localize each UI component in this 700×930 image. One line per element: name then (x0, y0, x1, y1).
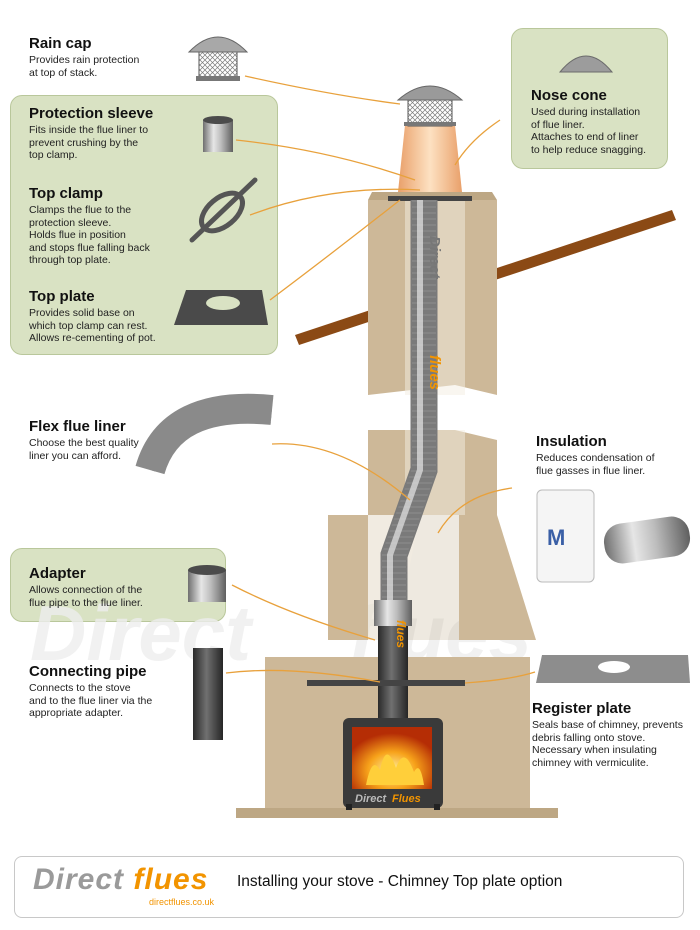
footer-banner: Direct flues directflues.co.uk Installin… (14, 856, 684, 918)
label-insulation-title: Insulation (536, 433, 607, 450)
rain-cap-thumbnail (187, 36, 249, 81)
label-nose-cone-title: Nose cone (531, 87, 607, 104)
label-top-clamp: Top clamp Clamps the flue to the protect… (29, 185, 150, 267)
label-insulation-desc: Reduces condensation of flue gasses in f… (536, 452, 655, 477)
register-plate-in-chimney (307, 680, 465, 686)
label-flex-flue-liner-title: Flex flue liner (29, 418, 126, 435)
brand-logo-flues: flues (133, 863, 209, 896)
label-register-plate-desc: Seals base of chimney, prevents debris f… (532, 719, 683, 769)
connecting-pipe-in-chimney (378, 626, 408, 718)
label-rain-cap: Rain cap Provides rain protection at top… (29, 35, 139, 79)
label-top-plate: Top plate Provides solid base on which t… (29, 288, 156, 345)
label-top-plate-desc: Provides solid base on which top clamp c… (29, 307, 156, 344)
label-adapter: Adapter Allows connection of the flue pi… (29, 565, 143, 609)
label-protection-sleeve: Protection sleeve Fits inside the flue l… (29, 105, 153, 162)
top-plate-thumbnail (174, 290, 268, 325)
nose-cone-thumbnail (558, 55, 614, 73)
label-protection-sleeve-desc: Fits inside the flue liner to prevent cr… (29, 124, 149, 161)
stove (343, 718, 443, 810)
brand-url: directflues.co.uk (149, 897, 215, 907)
insulation-thumbnail: M (536, 489, 691, 583)
top-clamp-thumbnail (189, 177, 258, 243)
leader-lines (225, 75, 536, 684)
label-flex-flue-liner-desc: Choose the best quality liner you can af… (29, 437, 139, 462)
top-plate-on-stack (388, 196, 472, 201)
rain-cap-on-stack (396, 85, 464, 127)
connecting-pipe-thumbnail (193, 648, 223, 740)
label-connecting-pipe-desc: Connects to the stove and to the flue li… (29, 682, 153, 719)
label-nose-cone-desc: Used during installation of flue liner. … (531, 106, 647, 156)
liner-watermark-flues: flues (426, 355, 443, 390)
label-top-clamp-desc: Clamps the flue to the protection sleeve… (29, 204, 150, 266)
liner-watermark-direct: Direct (426, 236, 443, 280)
label-adapter-desc: Allows connection of the flue pipe to th… (29, 584, 143, 609)
label-protection-sleeve-title: Protection sleeve (29, 105, 154, 122)
label-connecting-pipe: Connecting pipe Connects to the stove an… (29, 663, 152, 720)
stove-watermark-flues: Flues (392, 793, 421, 805)
adapter-in-chimney (374, 600, 412, 626)
label-connecting-pipe-title: Connecting pipe (29, 663, 147, 680)
label-register-plate-title: Register plate (532, 700, 632, 717)
label-flex-flue-liner: Flex flue liner Choose the best quality … (29, 418, 139, 462)
stove-watermark-direct: Direct (355, 793, 388, 805)
label-adapter-title: Adapter (29, 565, 86, 582)
brand-logo-direct: Direct (33, 863, 125, 896)
label-rain-cap-title: Rain cap (29, 35, 92, 52)
protection-sleeve-thumbnail (203, 116, 233, 152)
svg-text:M: M (547, 525, 565, 550)
label-register-plate: Register plate Seals base of chimney, pr… (532, 700, 683, 769)
register-plate-thumbnail (536, 655, 690, 683)
label-nose-cone: Nose cone Used during installation of fl… (531, 87, 646, 156)
label-insulation: Insulation Reduces condensation of flue … (536, 433, 655, 477)
label-top-clamp-title: Top clamp (29, 185, 103, 202)
brand-logo: Direct flues (33, 863, 208, 897)
label-top-plate-title: Top plate (29, 288, 95, 305)
label-rain-cap-desc: Provides rain protection at top of stack… (29, 54, 140, 79)
adapter-thumbnail (188, 565, 226, 602)
pipe-watermark-flues: flues (394, 620, 408, 648)
label-panel-nose-cone (511, 28, 668, 169)
footer-caption: Installing your stove - Chimney Top plat… (237, 873, 563, 890)
chimney-pot (398, 125, 462, 192)
